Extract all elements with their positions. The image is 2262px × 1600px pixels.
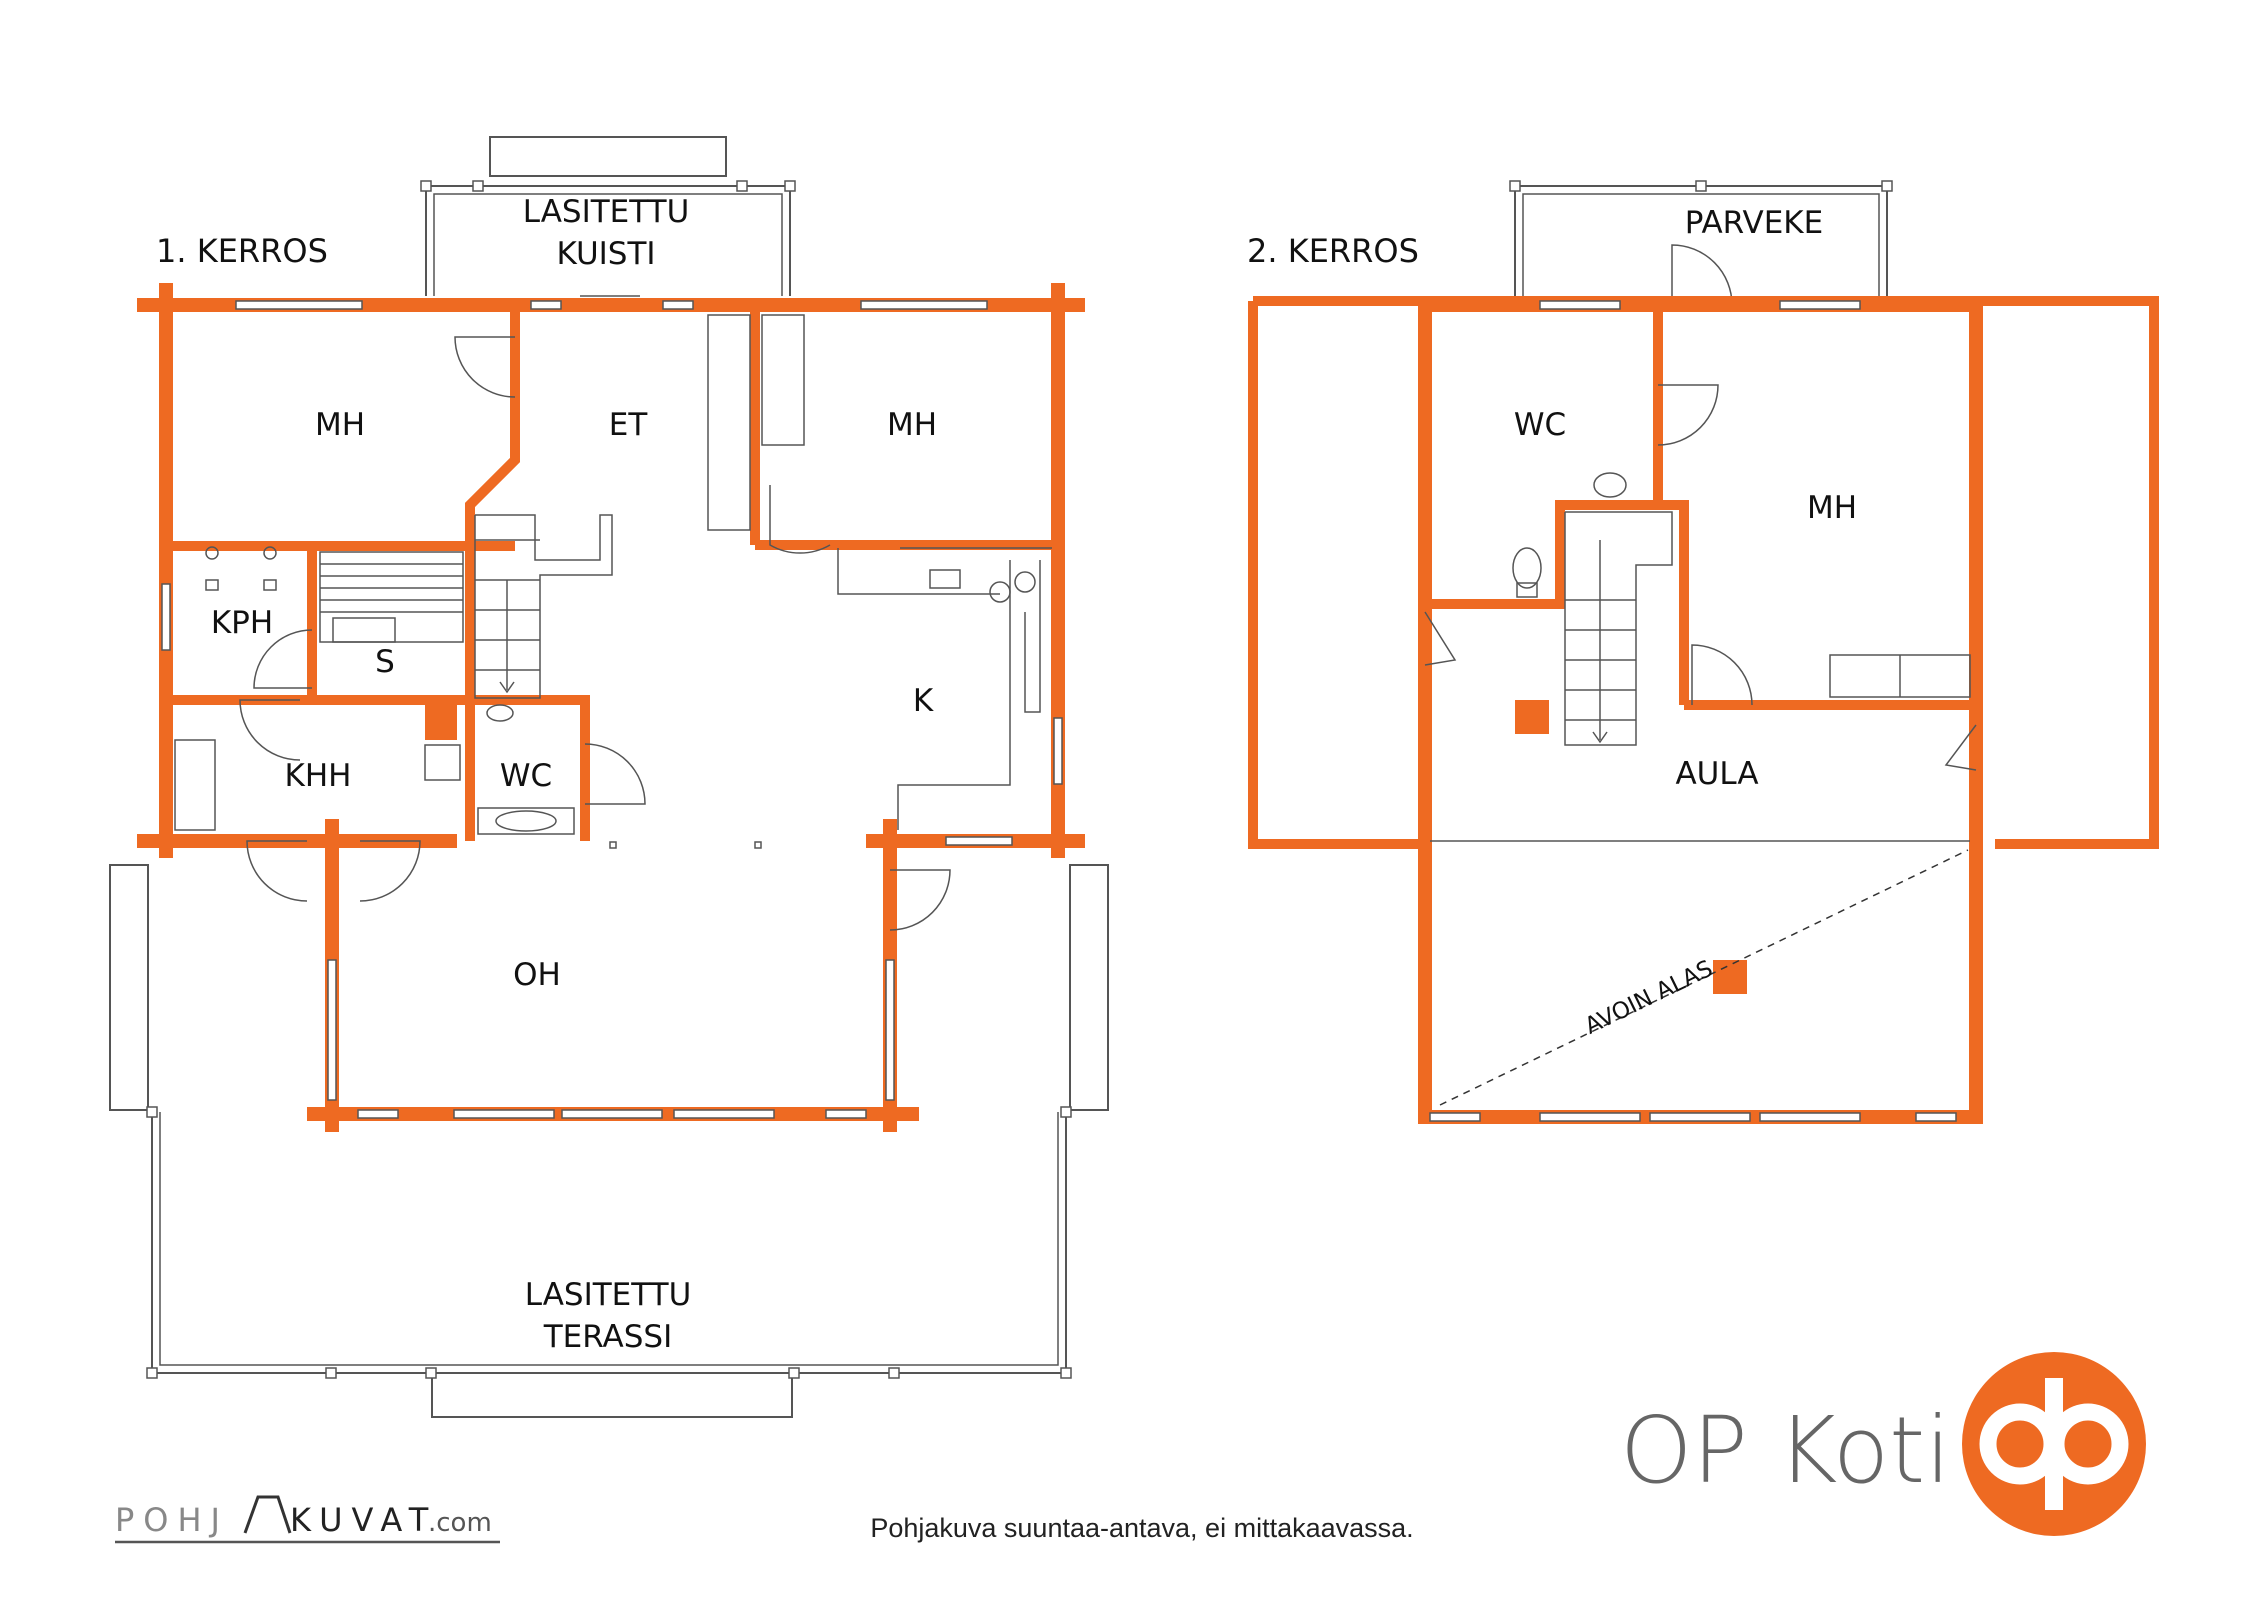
op-logo-icon [1962,1352,2146,1536]
brand-name: OP Koti [1620,1397,1951,1504]
svg-text:.com: .com [428,1508,492,1538]
footer: Pohjakuva suuntaa-antava, ei mittakaavas… [115,1352,2146,1544]
room-parveke: PARVEKE [1685,205,1823,241]
room-aula: AULA [1675,756,1758,792]
first-floor-doors [239,295,951,931]
first-floor-windows [161,300,1063,1119]
porch-label-2: KUISTI [556,236,655,272]
first-floor-fixtures [174,314,1052,849]
room-khh: KHH [285,758,352,794]
glazed-porch [420,136,796,296]
room-mh-left: MH [315,407,365,443]
pohjakuvat-logo: POHJ KUVAT .com [115,1495,500,1544]
room-wc-second: WC [1514,407,1566,443]
second-floor-walls [1248,296,2159,1124]
disclaimer-note: Pohjakuva suuntaa-antava, ei mittakaavas… [870,1513,1413,1543]
first-floor-interior-walls [161,305,1058,841]
second-floor-plan [1248,180,2159,1124]
room-mh-right: MH [887,407,937,443]
room-oh: OH [513,957,561,993]
labels: 1. KERROS 2. KERROS LASITETTU KUISTI MH … [156,194,1857,1355]
second-floor-doors [1424,384,1977,771]
terrace-label-1: LASITETTU [525,1277,692,1313]
first-floor-title: 1. KERROS [156,232,328,270]
room-k: K [913,683,934,719]
svg-text:POHJ: POHJ [115,1501,229,1539]
porch-label-1: LASITETTU [523,194,690,230]
first-floor-stairs [319,514,613,699]
second-floor-stairs [1564,511,1673,746]
room-kph: KPH [211,605,273,641]
glazed-terrace [109,864,1109,1418]
second-floor-windows [1429,300,1970,1122]
room-mh-second: MH [1807,490,1857,526]
first-floor-plan [109,136,1109,1418]
balcony [1509,180,1893,306]
open-below-label: AVOIN ALAS [1581,956,1717,1040]
second-floor-title: 2. KERROS [1247,232,1419,270]
second-floor-fixtures [1439,472,1971,1106]
terrace-label-2: TERASSI [543,1319,673,1355]
room-wc-first: WC [500,758,552,794]
svg-text:KUVAT: KUVAT [290,1501,437,1539]
room-et: ET [609,407,649,443]
room-s: S [375,644,395,680]
